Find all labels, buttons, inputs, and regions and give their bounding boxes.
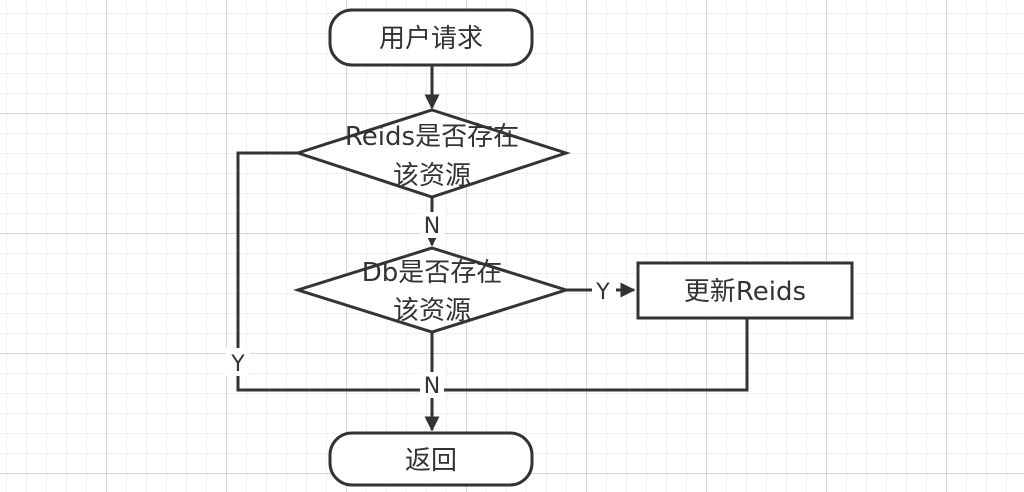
db-check-label-line2: 该资源	[393, 296, 471, 326]
edge-label-bg	[420, 212, 444, 238]
start-node-label: 用户请求	[379, 24, 483, 54]
end-node-label: 返回	[405, 446, 457, 476]
redis-check-label-line1: Reids是否存在	[345, 122, 519, 152]
update-node-label: 更新Reids	[684, 277, 806, 307]
edge-label-bg	[592, 278, 616, 304]
edge-label-bg	[420, 372, 444, 398]
edge-label-redis-yes: Y	[230, 352, 245, 377]
update-node	[636, 261, 854, 320]
end-node	[328, 431, 534, 487]
edge-redis-check-yes	[236, 151, 432, 392]
redis-check-label-line2: 该资源	[393, 161, 471, 191]
edge-label-db-yes: Y	[595, 280, 610, 305]
edge-update-to-end	[432, 318, 749, 392]
edge-label-redis-no: N	[424, 214, 440, 239]
db-check-label-line1: Db是否存在	[362, 258, 503, 288]
edge-label-db-no: N	[424, 374, 440, 399]
db-check-node	[292, 246, 572, 334]
start-node	[328, 8, 534, 67]
edge-label-bg	[226, 348, 250, 376]
redis-check-node	[293, 108, 571, 199]
